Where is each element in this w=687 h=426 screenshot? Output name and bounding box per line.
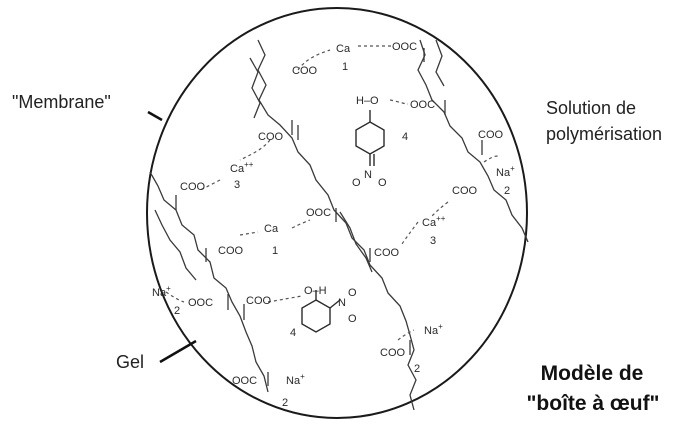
num-2-bottom-right: 2	[414, 363, 420, 375]
coo-left-1: COO	[258, 131, 284, 143]
num-4-bottom: 4	[290, 327, 296, 339]
na-bottom-right: Na+	[424, 322, 443, 337]
bond-6	[291, 219, 311, 229]
benzene-ring-bottom	[301, 299, 331, 333]
membrane-pointer	[147, 110, 163, 122]
o-h-bottom: O–H	[304, 285, 327, 297]
polymer-chain-g	[339, 211, 373, 273]
phenol-molecule-top	[355, 110, 385, 166]
ooc-mid-1: OOC	[306, 207, 331, 219]
ca-3-right: Ca++	[422, 214, 446, 229]
num-2-top-right: 2	[504, 185, 510, 197]
o-left-top: O	[352, 177, 361, 189]
bond-10	[267, 295, 303, 303]
polymer-chain-e	[149, 171, 269, 393]
gel-label: Gel	[116, 352, 145, 372]
phenol-molecule-bottom	[301, 290, 341, 333]
coo-bottom-2: COO	[380, 347, 406, 359]
o-bottom-2: O	[348, 313, 357, 325]
o-bottom-1: O	[348, 287, 357, 299]
membrane-circle	[146, 7, 528, 419]
gel-pointer	[159, 339, 197, 364]
coo-bottom-1: COO	[246, 295, 272, 307]
num-4-top: 4	[402, 131, 408, 143]
solution-label-line2: polymérisation	[546, 124, 663, 144]
ooc-bottom-2: OOC	[232, 375, 257, 387]
bond-1	[297, 49, 331, 71]
membrane-label: "Membrane"	[12, 92, 111, 112]
ca-1-mid: Ca	[264, 223, 279, 235]
na-left: Na+	[152, 284, 171, 299]
bond-11	[483, 155, 499, 163]
bond-12	[165, 291, 185, 303]
polymer-chains	[149, 39, 529, 411]
bond-4	[199, 179, 221, 191]
h-o-top: H–O	[356, 95, 379, 107]
ooc-bottom-1: OOC	[188, 297, 213, 309]
coo-mid-2: COO	[452, 185, 478, 197]
na-top-right: Na+	[496, 164, 515, 179]
bond-8	[401, 221, 419, 245]
num-2-left: 2	[174, 305, 180, 317]
n-plus-bottom: N	[338, 297, 346, 309]
polymer-chain-a	[257, 39, 417, 411]
bond-3	[239, 139, 271, 161]
polymer-chain-f	[154, 209, 197, 281]
ca-3-left: Ca++	[230, 160, 254, 175]
ca-1-top: Ca	[336, 43, 351, 55]
num-3-left: 3	[234, 179, 240, 191]
substituent-ticks	[175, 48, 483, 386]
bond-13	[397, 329, 415, 341]
coo-top-1: COO	[292, 65, 318, 77]
coo-top-3: COO	[478, 129, 504, 141]
coo-mid-1: COO	[218, 245, 244, 257]
polymer-chain-c	[417, 39, 529, 243]
bond-7	[239, 231, 259, 236]
coo-mid-3: COO	[374, 247, 400, 259]
solution-label-line1: Solution de	[546, 98, 637, 118]
benzene-ring-top	[355, 121, 385, 155]
bond-9	[431, 201, 449, 217]
polymer-chain-d	[435, 39, 445, 87]
ionic-bonds	[165, 45, 499, 341]
ring-bond-bottom-2	[329, 299, 341, 309]
num-1-top: 1	[342, 61, 348, 73]
coo-left-2: COO	[180, 181, 206, 193]
model-title-line1: Modèle de	[540, 362, 644, 385]
model-title-line2: "boîte à œuf"	[526, 392, 660, 415]
n-plus-top: N	[364, 169, 372, 181]
num-2-bottom: 2	[282, 397, 288, 409]
chem-labels: Ca 1 COO OOC H–O OOC 4 N O O COO Na+ 2 C…	[152, 41, 515, 409]
num-3-right: 3	[430, 235, 436, 247]
bond-5	[389, 99, 409, 105]
ooc-top-1: OOC	[392, 41, 417, 53]
o-right-top: O	[378, 177, 387, 189]
na-bottom: Na+	[286, 372, 305, 387]
polymer-chain-b	[249, 57, 261, 119]
num-1-mid: 1	[272, 245, 278, 257]
ooc-top-2: OOC	[410, 99, 435, 111]
